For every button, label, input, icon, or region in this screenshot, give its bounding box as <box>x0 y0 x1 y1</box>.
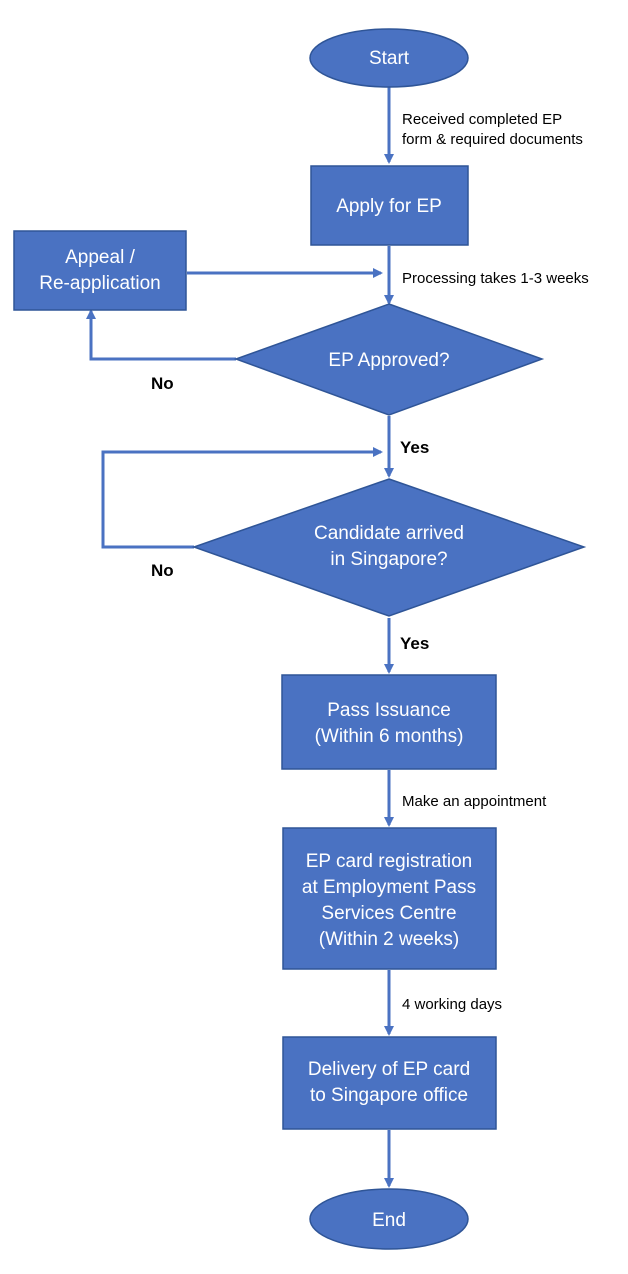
ep-approved-label: EP Approved? <box>328 350 449 371</box>
apply-label: Apply for EP <box>336 196 442 217</box>
registration-label-line-4: (Within 2 weeks) <box>319 929 459 950</box>
appeal-label-line-1: Appeal / <box>65 247 135 268</box>
pass-issuance-label-line-1: Pass Issuance <box>327 700 451 721</box>
approved-yes-label: Yes <box>400 438 429 457</box>
processing-label: Processing takes 1-3 weeks <box>402 270 589 287</box>
start-node <box>309 28 469 88</box>
shapes <box>13 28 587 1250</box>
pass-issuance-node <box>281 674 497 770</box>
working-days-label: 4 working days <box>402 996 502 1013</box>
delivery-label-line-1: Delivery of EP card <box>308 1059 470 1080</box>
connector-arrived-no-loop <box>101 447 383 549</box>
end-node <box>309 1188 469 1250</box>
arrived-label-line-2: in Singapore? <box>330 549 447 570</box>
registration-label-line-3: Services Centre <box>321 903 456 924</box>
edge-labels: Received completed EP form & required do… <box>402 111 589 1013</box>
registration-node <box>282 827 497 970</box>
delivery-label-line-2: to Singapore office <box>310 1085 468 1106</box>
received-label-line-1: Received completed EP <box>402 111 562 128</box>
delivery-node <box>282 1036 497 1130</box>
branch-labels: No Yes No Yes <box>151 374 429 653</box>
received-label-line-2: form & required documents <box>402 131 583 148</box>
apply-node <box>310 165 469 246</box>
connectors <box>86 87 394 1188</box>
pass-issuance-label-line-2: (Within 6 months) <box>315 726 464 747</box>
arrived-no-label: No <box>151 561 174 580</box>
ep-approved-decision <box>233 303 545 416</box>
appeal-label-line-2: Re-application <box>39 273 160 294</box>
connector-approved-no-to-appeal <box>86 309 236 361</box>
arrived-yes-label: Yes <box>400 634 429 653</box>
appeal-node <box>13 230 187 311</box>
registration-label-line-1: EP card registration <box>306 851 473 872</box>
approved-no-label: No <box>151 374 174 393</box>
end-label: End <box>372 1210 406 1231</box>
arrived-decision <box>191 478 587 617</box>
arrived-label-line-1: Candidate arrived <box>314 523 464 544</box>
appointment-label: Make an appointment <box>402 793 547 810</box>
registration-label-line-2: at Employment Pass <box>302 877 476 898</box>
node-labels: Start Apply for EP Appeal / Re-applicati… <box>39 48 476 1231</box>
start-label: Start <box>369 48 410 69</box>
